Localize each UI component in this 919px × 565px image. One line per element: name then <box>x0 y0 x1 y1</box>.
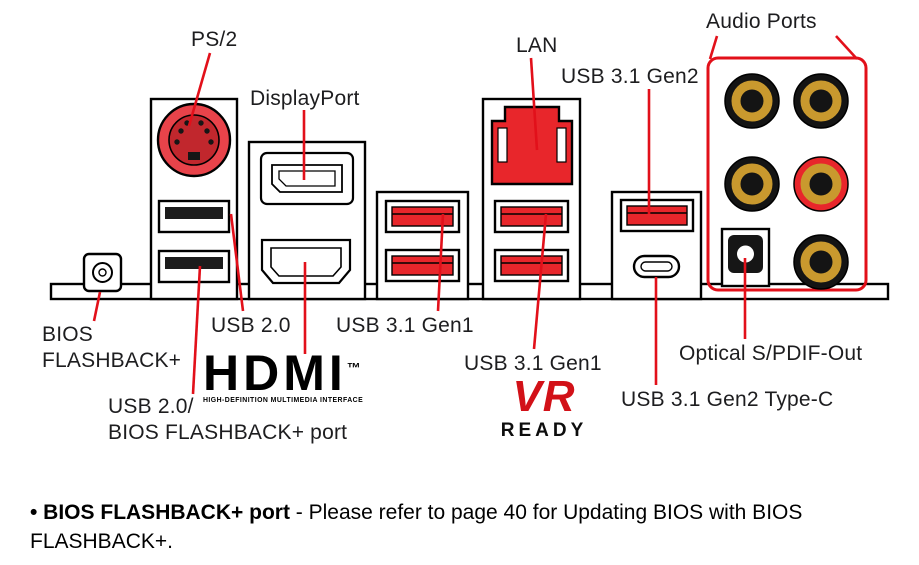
callout-usb20-flashback <box>191 265 202 395</box>
label-usb20-flashback: USB 2.0/ BIOS FLASHBACK+ port <box>108 394 347 445</box>
label-usb20: USB 2.0 <box>211 314 291 337</box>
dp-hdmi-block <box>247 140 367 301</box>
usb31-gen1-left-block <box>375 190 470 301</box>
lan-usb-block <box>481 97 582 301</box>
label-usb20-flashback-line1: USB 2.0/ <box>108 395 194 418</box>
footnote: • BIOS FLASHBACK+ port - Please refer to… <box>30 499 882 557</box>
callout-usb20 <box>229 213 245 312</box>
lan-port <box>490 105 574 186</box>
usb-type-c-port <box>632 254 681 279</box>
label-usb20-flashback-line2: BIOS FLASHBACK+ port <box>108 420 348 444</box>
audio-cluster <box>706 56 868 292</box>
vr-logo-word: VR <box>512 372 576 421</box>
label-bios-flashback-line2: FLASHBACK+ <box>42 348 182 372</box>
vr-logo-ready: READY <box>500 419 588 441</box>
usb2-port <box>157 199 231 234</box>
footnote-rest: - Please refer to page 40 for Updating B… <box>30 501 803 553</box>
ps2-usb2-block <box>149 97 239 301</box>
label-lan: LAN <box>516 34 558 57</box>
ps2-port <box>156 102 232 178</box>
hdmi-tm-mark: ™ <box>346 359 361 376</box>
rear-io-diagram <box>49 35 890 395</box>
hdmi-logo-subtext: HIGH-DEFINITION MULTIMEDIA INTERFACE <box>203 397 364 404</box>
label-bios-flashback-line1: BIOS <box>42 323 93 346</box>
audio-jack-1 <box>724 73 780 129</box>
callout-lan <box>529 57 539 151</box>
audio-ports-outline <box>706 56 868 292</box>
label-usb31-gen2: USB 3.1 Gen2 <box>561 65 699 88</box>
usb31-gen1-port-2 <box>384 248 461 283</box>
hdmi-logo-word: HDMI™ <box>203 345 361 401</box>
footnote-bold: • BIOS FLASHBACK+ port <box>30 501 290 524</box>
label-bios-flashback: BIOS FLASHBACK+ <box>42 322 181 373</box>
label-displayport: DisplayPort <box>250 87 360 110</box>
callout-bios-flashback <box>92 291 102 322</box>
bios-flashback-button <box>82 252 123 293</box>
audio-jack-5 <box>793 234 849 290</box>
callout-ps2 <box>187 52 212 127</box>
usb31-gen2-port <box>619 198 695 233</box>
label-usb31-gen1-right: USB 3.1 Gen1 <box>464 352 602 375</box>
usb31-gen1-port-3 <box>493 199 570 234</box>
callout-usb31-gen1-right <box>532 213 548 350</box>
audio-jack-4-red <box>793 156 849 212</box>
audio-jack-2 <box>793 73 849 129</box>
displayport-port <box>259 151 355 206</box>
label-ps2: PS/2 <box>191 28 238 51</box>
audio-jack-3 <box>724 156 780 212</box>
label-audio-ports: Audio Ports <box>706 10 817 33</box>
vr-ready-logo: VR READY <box>496 372 592 442</box>
label-usb31-gen1-left: USB 3.1 Gen1 <box>336 314 474 337</box>
callout-audio-left <box>708 35 719 60</box>
callout-lines <box>92 35 858 395</box>
label-optical-spdif: Optical S/PDIF-Out <box>679 342 863 365</box>
usb31-gen1-port-1 <box>384 199 461 234</box>
label-usb31-gen2-typec: USB 3.1 Gen2 Type-C <box>621 388 834 411</box>
usb31-gen1-port-4 <box>493 248 570 283</box>
usb2-bios-flashback-port <box>157 249 231 284</box>
callout-audio-right <box>835 35 858 60</box>
hdmi-logo: HDMI™ HIGH-DEFINITION MULTIMEDIA INTERFA… <box>203 345 364 404</box>
callout-usb31-gen1-left <box>436 213 445 312</box>
